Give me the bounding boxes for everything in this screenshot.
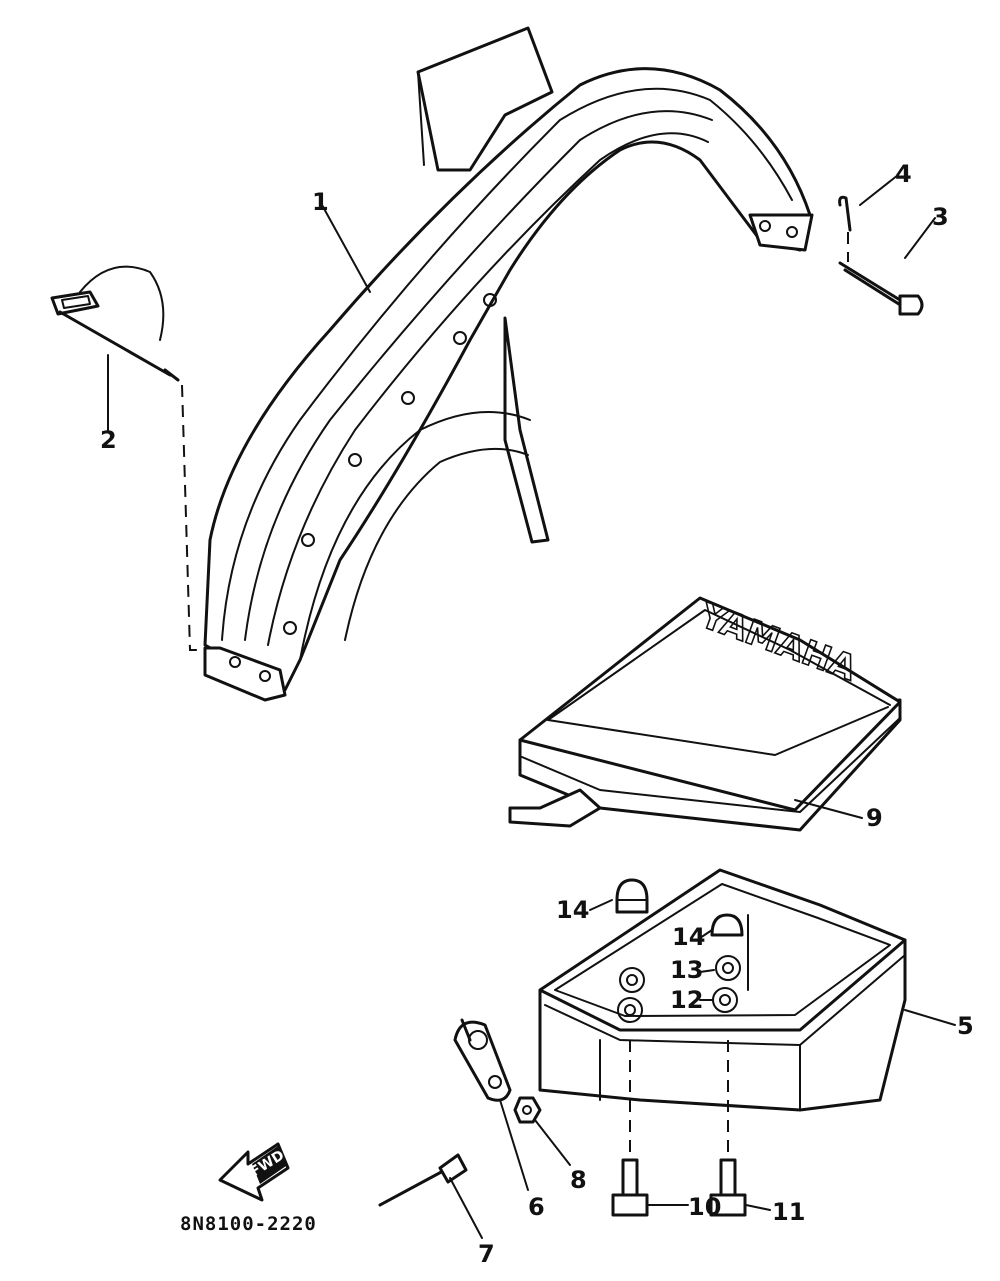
callout-13: 13 (670, 956, 703, 984)
callout-6: 6 (528, 1193, 545, 1221)
callout-11: 11 (772, 1198, 805, 1226)
bracket (453, 1018, 512, 1102)
callout-2: 2 (100, 426, 117, 454)
cap-nut (615, 878, 649, 914)
callout-8: 8 (570, 1166, 587, 1194)
tray-bolts (611, 1040, 747, 1217)
callout-5: 5 (957, 1012, 974, 1040)
callout-1: 1 (312, 188, 329, 216)
callout-4: 4 (895, 160, 912, 188)
cover: YAMAHA (508, 595, 902, 832)
leader-lines (107, 174, 956, 1239)
callout-12: 12 (670, 986, 703, 1014)
lynch-pin (50, 265, 205, 651)
callout-14-loose: 14 (556, 896, 589, 924)
callout-10: 10 (688, 1193, 721, 1221)
rod (378, 1153, 468, 1207)
tray (538, 868, 907, 1112)
callout-7: 7 (478, 1240, 495, 1268)
callout-3: 3 (932, 203, 949, 231)
drawing-code: 8N8100-2220 (180, 1213, 317, 1235)
forward-arrow-icon: FWD (218, 1142, 290, 1202)
callout-9: 9 (866, 804, 883, 832)
callout-14-tray: 14 (672, 923, 705, 951)
nut (513, 1096, 542, 1124)
callouts: 1 2 3 4 5 6 7 8 9 10 11 12 13 14 14 (100, 160, 974, 1268)
rear-fender (203, 26, 814, 702)
bolt-and-clip (838, 195, 924, 316)
